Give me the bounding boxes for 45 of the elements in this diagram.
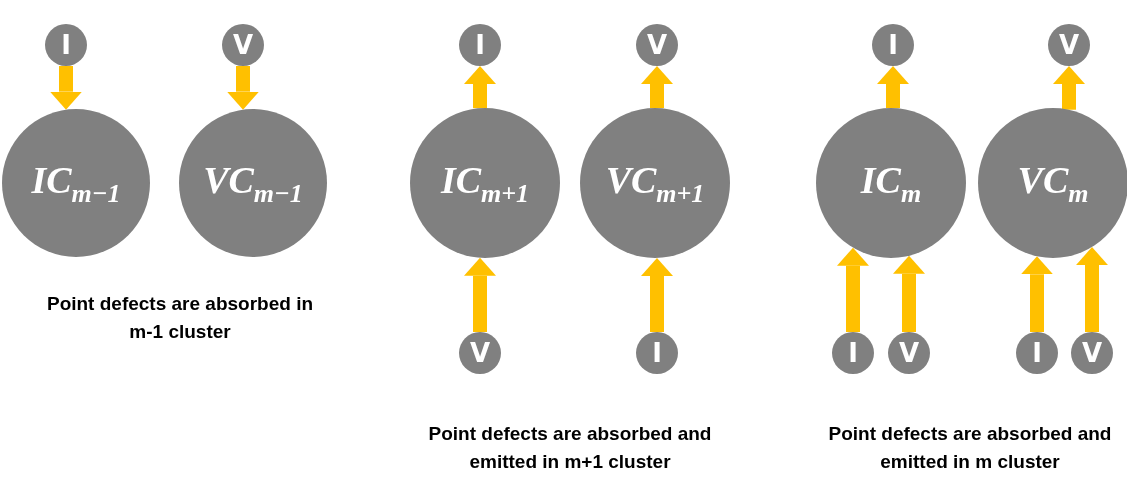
caption-text: Point defects are absorbed in m-1 cluster (45, 292, 315, 344)
defect-label: V (469, 338, 491, 368)
defect-circle (45, 24, 87, 66)
defect-label: I (61, 30, 71, 60)
arrow (1076, 247, 1108, 332)
cluster-label: VC$_{m}$ (1017, 157, 1089, 209)
caption-text: Point defects are absorbed and emitted in m cluster (827, 422, 1113, 474)
caption-text: Point defects are absorbed and emitted in m+1 cluster (427, 422, 713, 474)
arrow (1021, 256, 1053, 332)
defect-circle (888, 332, 930, 374)
defect-label: I (652, 338, 662, 368)
arrow (837, 247, 869, 332)
arrow (641, 257, 673, 332)
arrow (641, 66, 673, 109)
defect-circle (1016, 332, 1058, 374)
defect-circle (459, 24, 501, 66)
defect-label: I (848, 338, 858, 368)
cluster-label: IC$_{m}$ (860, 157, 922, 209)
arrow (227, 66, 259, 110)
defect-circle (872, 24, 914, 66)
defect-label: V (232, 30, 254, 60)
arrow (464, 66, 496, 109)
cluster-label: VC$_{m−1}$ (203, 157, 303, 209)
cluster-label: IC$_{m−1}$ (31, 157, 121, 209)
defect-circle (636, 332, 678, 374)
arrow (50, 66, 82, 110)
defect-label: V (1081, 338, 1103, 368)
cluster-label: IC$_{m+1}$ (440, 157, 530, 209)
arrow (877, 66, 909, 109)
defect-label: I (1032, 338, 1042, 368)
defect-circle (636, 24, 678, 66)
defect-circle (1048, 24, 1090, 66)
defect-circle (459, 332, 501, 374)
defect-label: V (1058, 30, 1080, 60)
defect-circle (832, 332, 874, 374)
defect-circle (222, 24, 264, 66)
arrow (464, 257, 496, 332)
arrow (893, 255, 925, 332)
arrow (1053, 66, 1085, 110)
defect-circle (1071, 332, 1113, 374)
defect-label: V (646, 30, 668, 60)
defect-label: I (475, 30, 485, 60)
defect-label: V (898, 338, 920, 368)
cluster-label: VC$_{m+1}$ (605, 157, 705, 209)
defect-label: I (888, 30, 898, 60)
